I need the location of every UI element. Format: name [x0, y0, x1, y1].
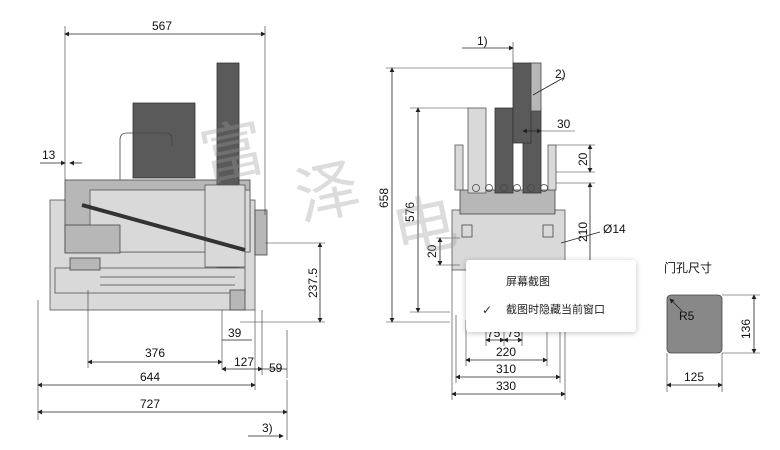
check-icon: ✓	[482, 303, 493, 317]
menu-item-screenshot[interactable]: 屏幕截图	[466, 270, 636, 294]
dim-644: 644	[140, 370, 160, 384]
note-3: 3)	[262, 421, 273, 435]
dim-diameter-14: Ø14	[603, 222, 626, 236]
terminal-row	[459, 189, 556, 215]
front-panel	[204, 184, 246, 268]
dim-20-top: 20	[576, 152, 590, 166]
dim-125: 125	[684, 370, 704, 384]
dim-13: 13	[42, 148, 56, 162]
dim-727: 727	[140, 397, 160, 411]
dim-20-left: 20	[425, 244, 439, 258]
watermark-char-3: 电	[386, 185, 464, 271]
watermark: 富 泽 电	[194, 111, 464, 271]
diagonal-rail	[81, 203, 246, 252]
dim-330: 330	[496, 379, 516, 393]
dim-658: 658	[377, 188, 391, 208]
dim-576: 576	[403, 202, 417, 222]
menu-item-hide-window-label: 截图时隐藏当前窗口	[506, 304, 605, 316]
front-handle	[254, 209, 268, 256]
context-menu: 屏幕截图 ✓ 截图时隐藏当前窗口	[466, 260, 636, 332]
dim-39: 39	[228, 326, 242, 340]
dim-127: 127	[234, 355, 254, 369]
dim-237-5: 237.5	[306, 268, 320, 298]
dim-567: 567	[152, 19, 172, 33]
note-1: 1)	[477, 34, 488, 48]
door-cutout-view: 门孔尺寸 R5 136 125	[664, 260, 760, 392]
watermark-char-2: 泽	[289, 151, 367, 237]
dim-210: 210	[576, 222, 590, 242]
pole-2	[494, 107, 514, 194]
side-view: 567 13 237.5 39 376 127 59 644	[37, 19, 325, 440]
note-2: 2)	[555, 67, 566, 81]
dim-30: 30	[557, 117, 571, 131]
door-cutout-title: 门孔尺寸	[664, 260, 712, 275]
drawout-rail	[54, 267, 246, 294]
upper-terminal-block	[132, 102, 196, 179]
watermark-char-1: 富	[194, 111, 272, 197]
dim-220: 220	[496, 345, 516, 359]
dim-136: 136	[739, 319, 753, 339]
dim-310: 310	[496, 362, 516, 376]
dim-r5: R5	[679, 309, 695, 323]
dim-59: 59	[269, 361, 283, 375]
menu-item-screenshot-label: 屏幕截图	[506, 276, 550, 288]
lifting-hook	[119, 132, 173, 180]
menu-item-hide-window[interactable]: ✓ 截图时隐藏当前窗口	[466, 298, 636, 322]
pole-1	[467, 107, 487, 194]
dim-376: 376	[145, 346, 165, 360]
